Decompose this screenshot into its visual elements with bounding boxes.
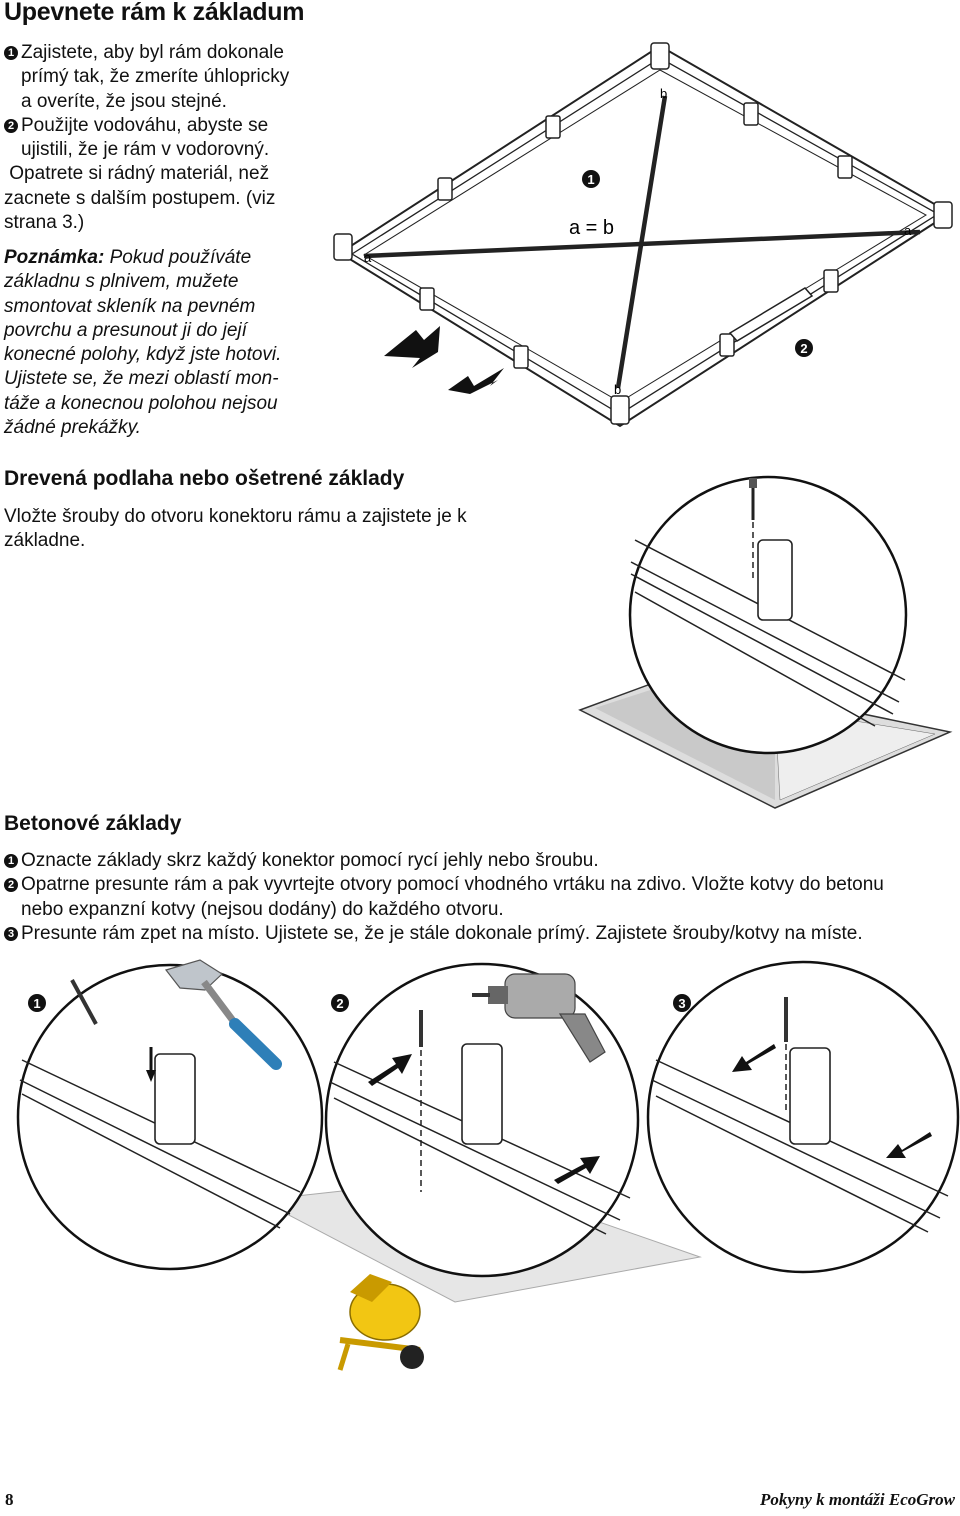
intro-step-line: prímý tak, že zmeríte úhlopricky: [21, 66, 290, 88]
page-number: 8: [5, 1490, 14, 1509]
diagonal-lines: [363, 95, 921, 389]
wood-screw-illustration: [578, 475, 953, 809]
cement-mixer-icon: [337, 1274, 424, 1371]
concrete-step-1: 1 Oznacte základy skrz každý konektor po…: [4, 849, 954, 873]
note-line: Pokud používáte: [104, 247, 252, 268]
page-title: Upevnete rám k základum: [4, 0, 305, 26]
concrete-marker-1: 1: [33, 996, 40, 1011]
concrete-section-heading: Betonové základy: [4, 812, 182, 835]
note-line: táže a konecnou polohou nejsou: [4, 392, 278, 414]
diagonal-label-a-left: a: [364, 250, 372, 265]
arrow-up-right-icon: [554, 1156, 600, 1184]
note-line: žádné prekážky.: [4, 417, 141, 439]
intro-step-2: 2 Použijte vodováhu, abyste se ujistili,…: [4, 114, 324, 163]
step-number-badge: 1: [4, 854, 18, 868]
diagonal-label-a-right: a: [904, 223, 912, 238]
footer-title: Pokyny k montáži EcoGrow: [759, 1490, 955, 1509]
note-block: Poznámka: Pokud používáte základnu s pln…: [4, 246, 324, 440]
detail-circle-1: [16, 963, 324, 1271]
arrow-down-left-icon: [732, 1044, 776, 1072]
intro-step-line: strana 3.): [4, 212, 85, 234]
marker-2-label: 2: [800, 341, 807, 356]
note-line: konecné polohy, když jste hotovi.: [4, 344, 282, 366]
note-line: povrchu a presunout ji do její: [4, 319, 247, 341]
move-arrows: [384, 326, 504, 394]
detail-circle-3: [646, 960, 960, 1274]
frame-diagonal-diagram: a a b b a = b 1 2: [333, 42, 953, 428]
marker-2-badge: [795, 339, 813, 357]
diagonal-label-b-bottom: b: [614, 382, 621, 397]
concrete-marker-3-badge: [673, 994, 691, 1012]
intro-step-line: Použijte vodováhu, abyste se: [21, 114, 269, 136]
frame-connector: [461, 1043, 503, 1145]
step-number-badge: 2: [4, 878, 18, 893]
equation-label: a = b: [569, 217, 614, 239]
diagonal-label-b-top: b: [660, 86, 667, 101]
wood-section-line: Vložte šrouby do otvoru konektoru rámu a…: [4, 506, 467, 527]
marker-1-badge: [582, 170, 600, 188]
marker-1-label: 1: [587, 172, 594, 187]
concrete-marker-2: 2: [336, 996, 343, 1011]
intro-steps: 1 Zajistete, aby byl rám dokonale prímý …: [4, 41, 324, 235]
step-number-badge: 3: [4, 926, 18, 941]
arrow-down-icon: [146, 1070, 156, 1082]
frame-inner-rail: [363, 69, 927, 403]
step-number-badge: 2: [4, 118, 18, 133]
arrow-up-right-icon: [384, 326, 440, 368]
hammer-handle: [229, 1018, 282, 1070]
intro-step-1: 1 Zajistete, aby byl rám dokonale prímý …: [4, 41, 324, 114]
concrete-anchor-illustration: 1 2 3: [16, 959, 960, 1371]
arrow-up-right-icon: [368, 1054, 412, 1086]
concrete-marker-1-badge: [28, 994, 46, 1012]
concrete-step-2: 2 Opatrne presunte rám a pak vyvrtejte o…: [4, 873, 954, 922]
arrow-down-left-icon: [886, 1132, 932, 1158]
frame-connectors: [333, 42, 953, 425]
wood-section-text: Vložte šrouby do otvoru konektoru rámu a…: [4, 505, 524, 554]
concrete-step-3: 3 Presunte rám zpet na místo. Ujistete s…: [4, 922, 954, 946]
intro-step-line: Zajistete, aby byl rám dokonale: [21, 42, 284, 63]
detail-circle-2: [324, 962, 640, 1278]
hammer-icon: [164, 959, 282, 1070]
screw-icon: [70, 979, 98, 1025]
intro-step-line: ujistili, že je rám v vodorovný.: [21, 139, 270, 161]
spirit-level: [728, 287, 814, 342]
wood-section-heading: Drevená podlaha nebo ošetrené základy: [4, 467, 405, 490]
concrete-marker-2-badge: [331, 994, 349, 1012]
arrow-down-left-icon: [448, 368, 504, 394]
concrete-step-line: Opatrne presunte rám a pak vyvrtejte otv…: [21, 874, 884, 896]
frame-connector: [757, 539, 793, 621]
concrete-step-line: Oznacte základy skrz každý konektor pomo…: [21, 850, 599, 871]
frame-connector: [789, 1047, 831, 1145]
drill-icon: [472, 973, 606, 1063]
frame-connector: [154, 1053, 196, 1145]
screw-head-icon: [749, 478, 757, 488]
step-number-badge: 1: [4, 46, 18, 60]
concrete-steps: 1 Oznacte základy skrz každý konektor po…: [4, 849, 954, 946]
concrete-step-line: nebo expanzní kotvy (nejsou dodány) do k…: [21, 898, 504, 920]
intro-step-line: a overíte, že jsou stejné.: [21, 90, 227, 112]
intro-step-line: zacnete s dalším postupem. (viz: [4, 187, 276, 209]
note-label: Poznámka:: [4, 247, 105, 268]
concrete-step-line: Presunte rám zpet na místo. Ujistete se,…: [21, 922, 863, 944]
wood-section-line: základne.: [4, 530, 86, 552]
note-line: Ujistete se, že mezi oblastí mon-: [4, 368, 279, 390]
intro-step-line: Opatrete si rádný materiál, než: [4, 163, 270, 185]
note-line: smontovat skleník na pevném: [4, 295, 256, 317]
note-line: základnu s plnivem, mužete: [4, 271, 239, 293]
concrete-marker-3: 3: [678, 996, 685, 1011]
